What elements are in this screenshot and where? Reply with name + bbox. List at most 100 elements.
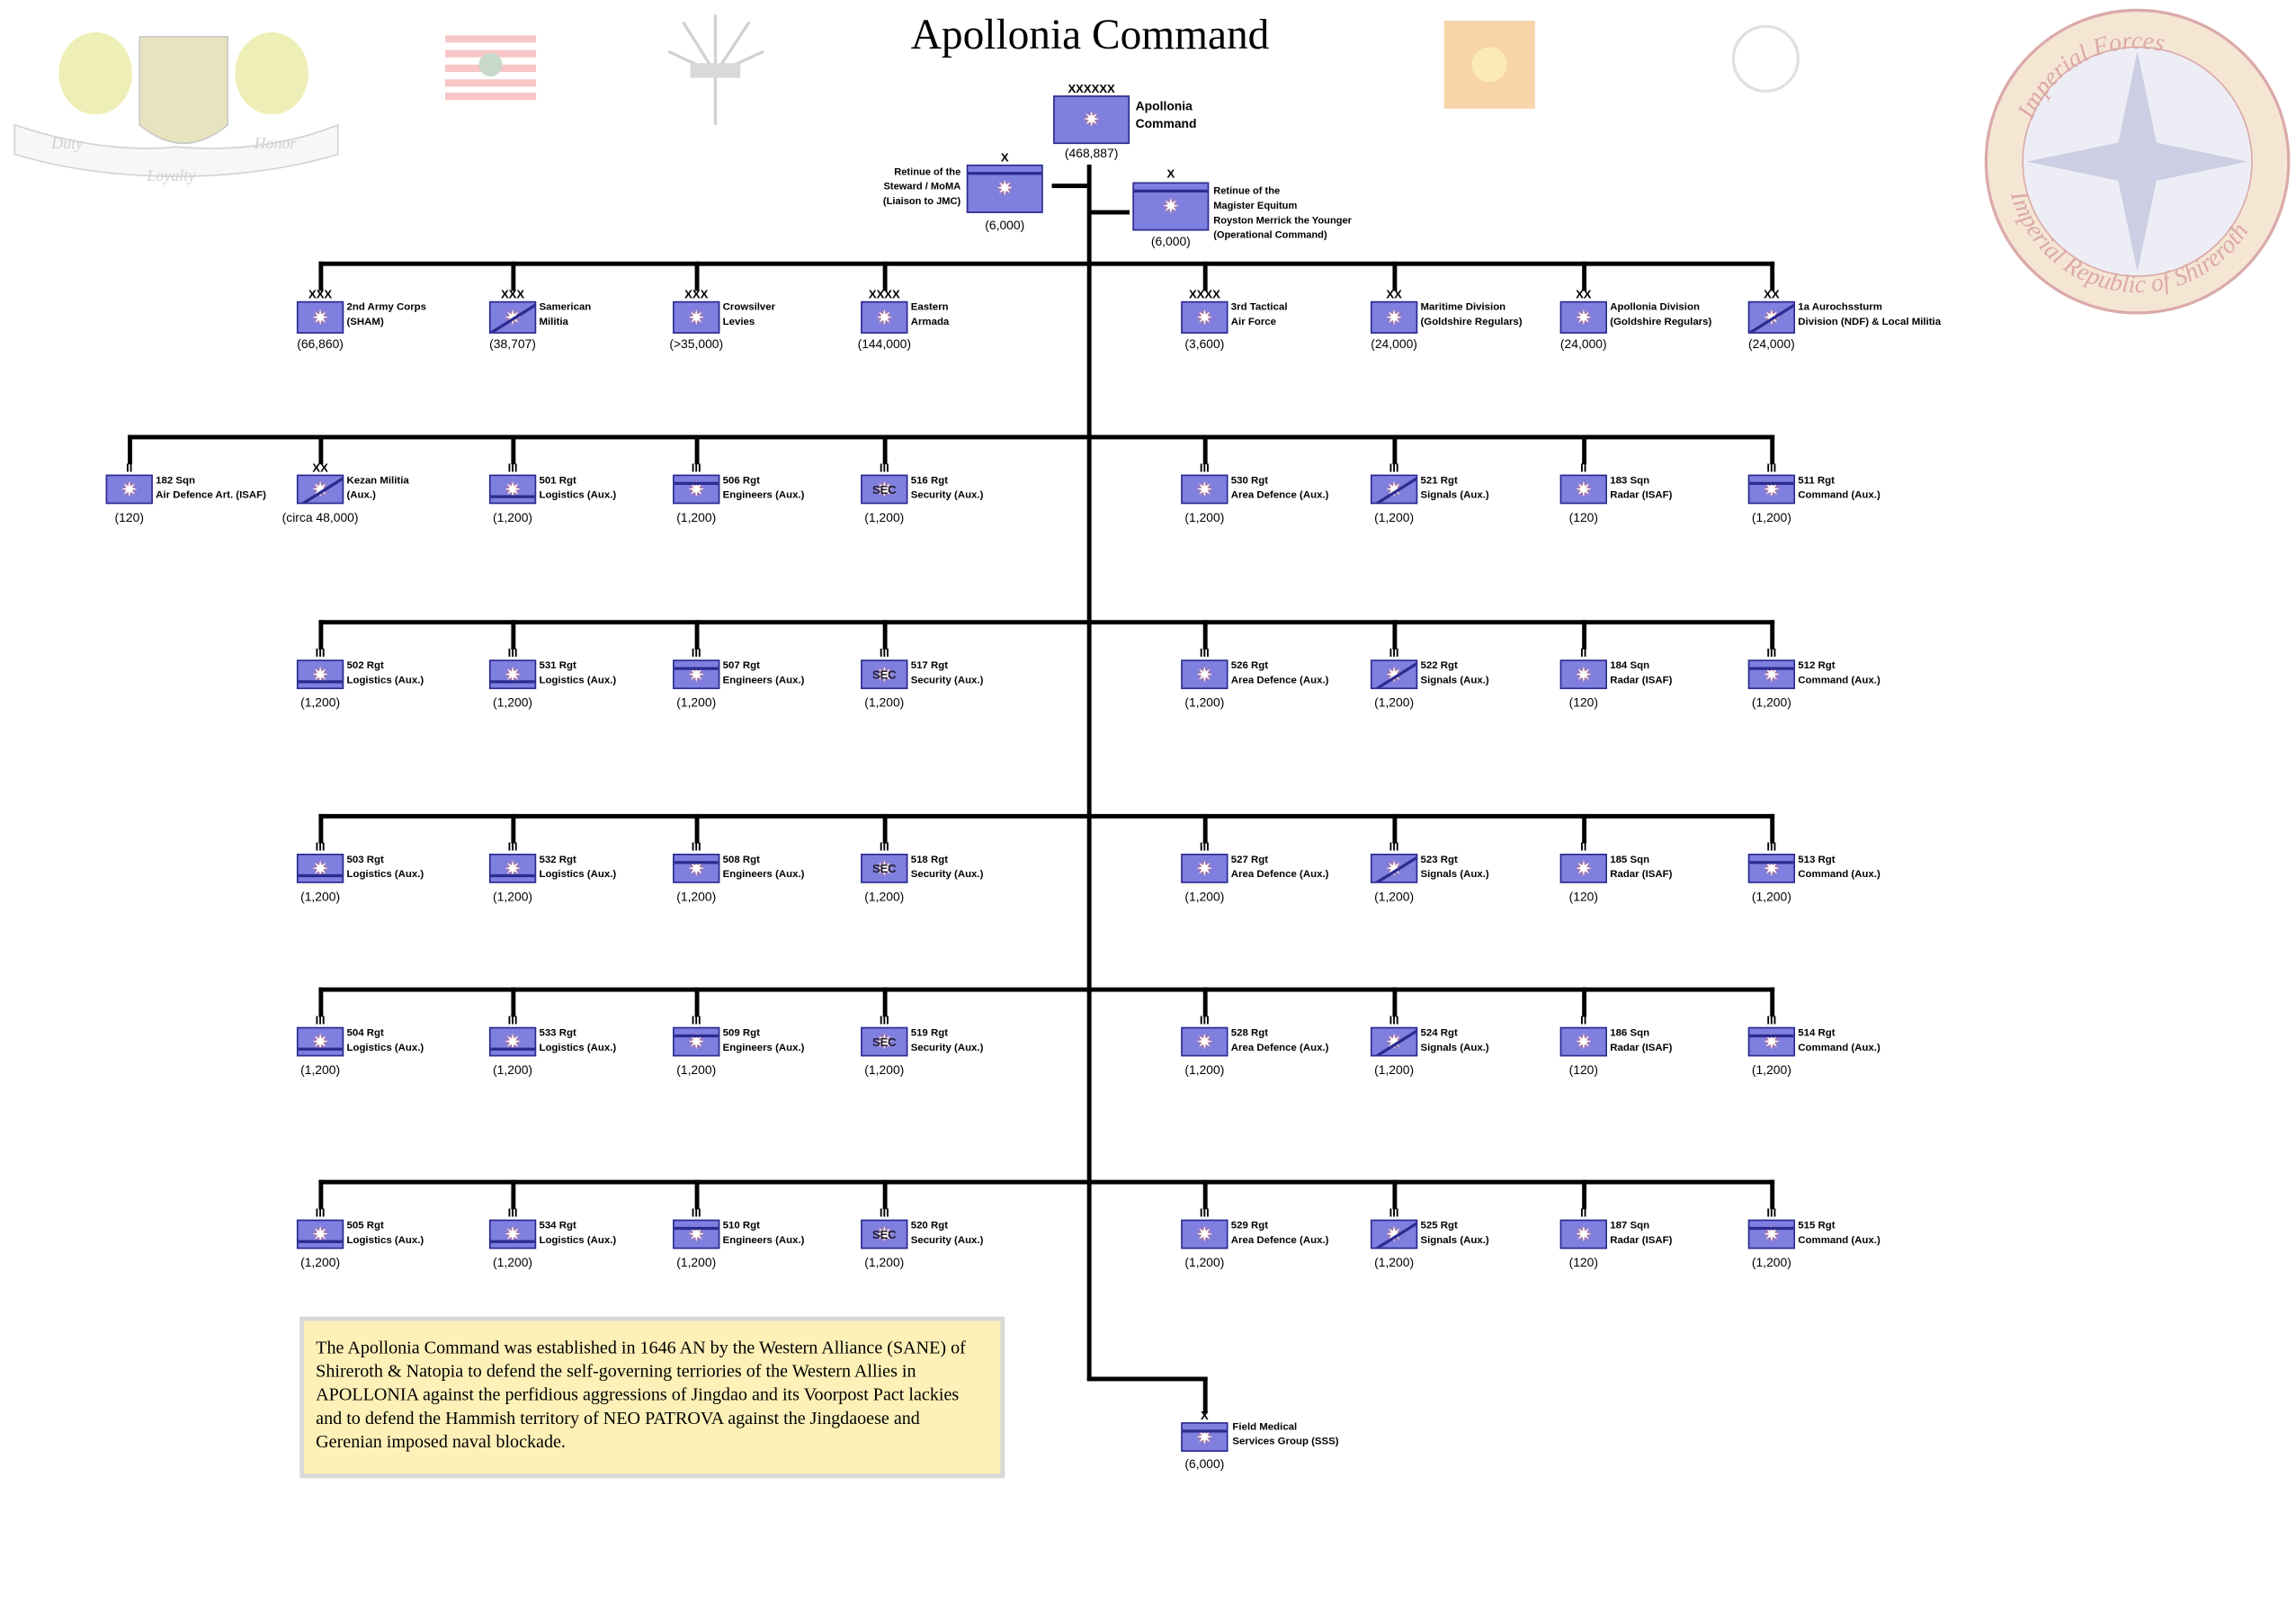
connector-line xyxy=(1202,261,1208,291)
connector-line xyxy=(511,813,516,844)
chart-title: Apollonia Command xyxy=(910,12,1270,59)
unit-symbol-icon: ✷ xyxy=(673,474,720,505)
unit-symbol-icon: ✷ xyxy=(1559,300,1607,334)
unit-symbol-icon: ✷ xyxy=(296,1219,344,1249)
connector-line xyxy=(1202,620,1208,649)
connector-line xyxy=(1086,164,1092,1380)
connector-line xyxy=(1770,1179,1775,1210)
unit-name: Kezan Militia xyxy=(346,476,409,487)
echelon-marker: III xyxy=(1766,461,1777,475)
unit-name: 515 Rgt xyxy=(1798,1221,1836,1231)
echelon-marker: III xyxy=(879,646,889,660)
connector-line xyxy=(694,1179,700,1210)
connector-line xyxy=(128,434,1775,440)
unit-symbol-icon: ✷ xyxy=(296,1026,344,1057)
unit-role: Logistics (Aux.) xyxy=(539,489,617,501)
unit-symbol-icon: ✷ xyxy=(488,474,537,505)
unit-role: Security (Aux.) xyxy=(910,1042,984,1053)
echelon-marker: X xyxy=(1201,1409,1209,1423)
connector-line xyxy=(882,434,888,465)
unit-symbol-icon: ✷ xyxy=(673,659,720,690)
unit-label: Maritime Division(Goldshire Regulars) xyxy=(1420,301,1522,329)
unit-symbol-icon: ✷ xyxy=(1559,474,1607,505)
unit-strength: (1,200) xyxy=(1751,509,1791,525)
unit-name: 529 Rgt xyxy=(1230,1221,1269,1231)
connector-line xyxy=(1202,1179,1208,1210)
unit-strength: (120) xyxy=(1568,1254,1599,1270)
unit-symbol-icon: ✷ xyxy=(1181,659,1228,690)
unit-strength: (1,200) xyxy=(1751,1254,1791,1270)
unit-role: Command (Aux.) xyxy=(1798,675,1881,685)
echelon-marker: III xyxy=(507,1206,518,1220)
unit-name: 508 Rgt xyxy=(722,855,760,866)
sketch-emblem-logo xyxy=(1731,24,1800,93)
unit-symbol-icon: SEC✷ xyxy=(861,474,908,505)
echelon-marker: II xyxy=(1580,1014,1587,1027)
unit-role: Signals (Aux.) xyxy=(1420,675,1489,685)
echelon-marker: III xyxy=(1199,646,1210,660)
unit-role: Division (NDF) & Local Militia xyxy=(1798,316,1942,327)
unit-role: Signals (Aux.) xyxy=(1420,869,1489,880)
unit-role: Air Defence Art. (ISAF) xyxy=(156,489,266,501)
motto-duty: Duty xyxy=(50,134,83,152)
connector-line xyxy=(318,813,324,844)
connector-line xyxy=(882,1179,888,1210)
connector-line xyxy=(511,620,516,649)
unit-role: Logistics (Aux.) xyxy=(346,1234,424,1246)
connector-line xyxy=(318,261,324,291)
unit-strength: (1,200) xyxy=(1184,509,1225,525)
connector-line xyxy=(318,813,1775,819)
unit-symbol-icon: ✷ xyxy=(1370,474,1418,505)
unit-role: Security (Aux.) xyxy=(910,1234,984,1246)
echelon-marker: XX xyxy=(312,461,328,475)
connector-line xyxy=(694,813,700,844)
unit-symbol-icon: ✷ xyxy=(1747,300,1796,334)
unit-role: Security (Aux.) xyxy=(910,675,984,685)
connector-line xyxy=(1392,1179,1398,1210)
echelon-marker: III xyxy=(1199,1014,1210,1027)
echelon-marker: XX xyxy=(1576,288,1592,301)
unit-symbol-icon: ✷ xyxy=(1559,1219,1607,1249)
unit-strength: (1,200) xyxy=(676,889,717,904)
unit-role: Radar (ISAF) xyxy=(1610,675,1673,685)
unit-symbol-icon: ✷ xyxy=(1181,474,1228,505)
unit-role: Radar (ISAF) xyxy=(1610,1234,1673,1246)
unit-symbol-icon: ✷ xyxy=(1747,1219,1796,1249)
connector-line xyxy=(882,620,888,649)
unit-role: Command (Aux.) xyxy=(1798,1042,1881,1053)
unit-role: Logistics (Aux.) xyxy=(539,1234,617,1246)
echelon-marker: III xyxy=(315,1206,326,1220)
connector-line xyxy=(318,261,1775,266)
unit-name: 516 Rgt xyxy=(910,476,949,487)
echelon-marker: III xyxy=(691,1014,701,1027)
unit-symbol-icon: ✷ xyxy=(1559,1026,1607,1057)
unit-strength: (1,200) xyxy=(1374,889,1415,904)
unit-name: 183 Sqn xyxy=(1610,476,1650,487)
echelon-marker: III xyxy=(691,461,701,475)
unit-symbol-icon: ✷ xyxy=(673,1219,720,1249)
unit-role: Command (Aux.) xyxy=(1798,489,1881,501)
unit-strength: (120) xyxy=(1568,889,1599,904)
unit-role: Air Force xyxy=(1230,316,1276,327)
unit-strength: (24,000) xyxy=(1371,336,1417,352)
unit-name: 2nd Army Corps xyxy=(346,302,427,313)
unit-name: 503 Rgt xyxy=(346,855,384,866)
echelon-marker: III xyxy=(879,840,889,855)
echelon-marker: III xyxy=(691,1206,701,1220)
crest-logo: Duty Loyalty Honor xyxy=(13,31,339,184)
unit-strength: (1,200) xyxy=(676,509,717,525)
unit-symbol-icon: ✷ xyxy=(1559,659,1607,690)
unit-symbol-icon: ✷ xyxy=(296,854,344,883)
unit-strength: (circa 48,000) xyxy=(281,509,359,525)
unit-symbol-icon: ✷ xyxy=(673,854,720,883)
